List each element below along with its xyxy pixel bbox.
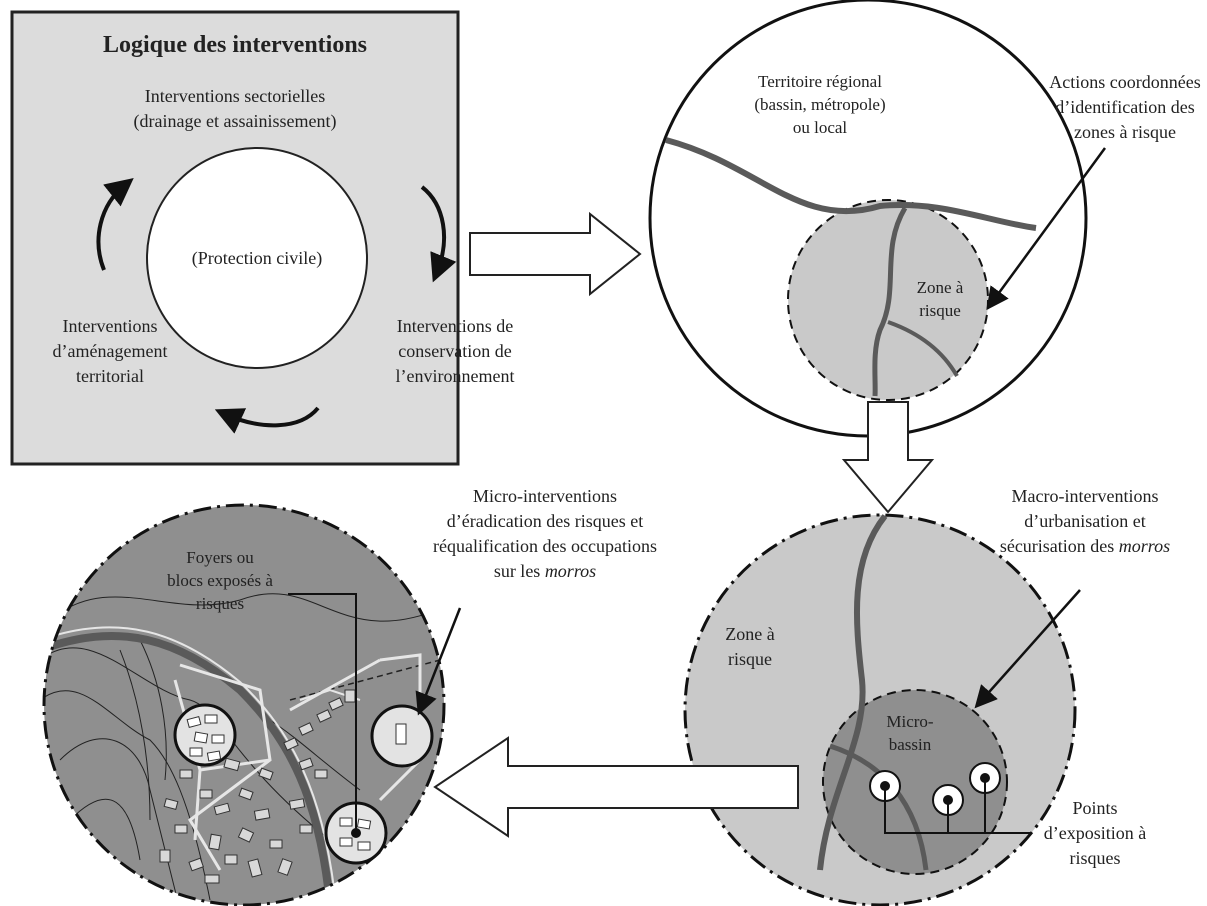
cycle-arrow-top-right xyxy=(420,185,457,283)
civil-protection-label: (Protection civile) xyxy=(191,248,323,268)
risk-zone-river xyxy=(817,514,888,871)
territory-group xyxy=(648,0,1088,438)
foyers-leader-line xyxy=(288,593,357,833)
foyers-leader-dot xyxy=(351,828,361,838)
highlight-circle-3 xyxy=(370,704,434,768)
arrow-to-micro-map xyxy=(433,736,799,838)
logic-box-title: Logique des interventions xyxy=(102,32,368,58)
cycle-arrow-bottom xyxy=(214,406,320,434)
micro-basin-circle xyxy=(822,689,1008,875)
territory-tributary-branch xyxy=(887,320,959,377)
highlight-circle-1 xyxy=(173,703,237,767)
arrow-to-territory xyxy=(469,211,642,297)
micro-pointer-arrow xyxy=(415,607,462,716)
micro-map-circle xyxy=(42,503,446,906)
macro-pointer-arrow xyxy=(974,589,1081,709)
points-leader-line xyxy=(884,786,1030,834)
territory-label: Territoire régional(bassin, métropole)ou… xyxy=(754,72,886,137)
micro-map-group xyxy=(42,503,446,906)
cycle-arrow-top-left xyxy=(96,177,134,271)
micro-basin-label: Micro-bassin xyxy=(886,712,934,754)
actions-pointer-arrow xyxy=(986,147,1107,311)
arrow-down xyxy=(841,401,935,514)
civil-protection-circle xyxy=(146,147,368,369)
sectoral-interventions-label: Interventions sectorielles(drainage et a… xyxy=(133,86,337,131)
territory-tributary xyxy=(872,206,908,397)
territory-main-river xyxy=(665,137,1037,231)
